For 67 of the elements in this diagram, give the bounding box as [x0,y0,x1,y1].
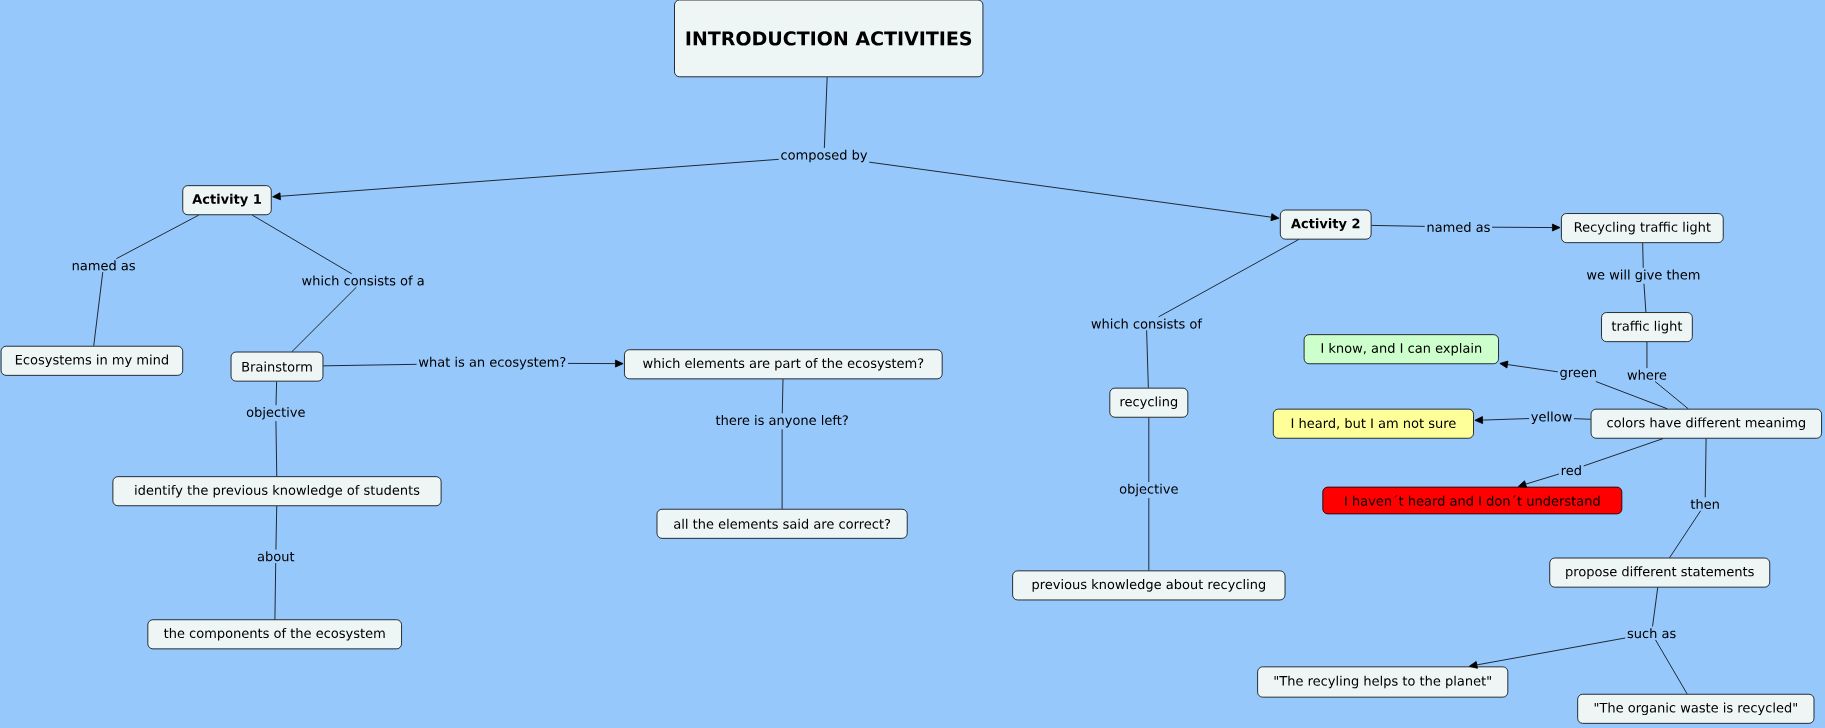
connector-line [1704,438,1707,498]
arrow [1468,637,1626,669]
linking-phrase: then [1688,497,1722,511]
connector-line [1646,341,1648,369]
connector-line [1652,587,1659,627]
connector-line [1573,418,1592,420]
connector-line [1669,510,1702,559]
concept-box: propose different statements [1549,557,1771,588]
concept-box: Brainstorm [230,351,324,382]
connector-line [291,286,357,353]
concept-box: Recycling traffic light [1561,213,1724,244]
concept-box: Activity 1 [182,185,272,216]
concept-box: which elements are part of the ecosystem? [624,349,943,380]
concept-box: Ecosystems in my mind [0,345,184,376]
connector-line [275,420,278,477]
concept-box: recycling [1109,387,1189,418]
arrow [1491,223,1561,232]
arrow [272,158,780,201]
linking-phrase: named as [1424,220,1492,234]
connector-line [115,214,200,260]
connector-line [1643,283,1647,313]
connector-line [781,428,783,510]
arrow [1499,360,1559,373]
linking-phrase: yellow [1529,410,1574,426]
linking-phrase: we will give them [1584,268,1702,284]
concept-box: "The organic waste is recycled" [1577,693,1815,724]
concept-box: identify the previous knowledge of students [112,476,442,507]
connector-line [322,363,418,367]
connector-line [1655,639,1688,695]
connector-line [1148,417,1150,483]
connector-line [1146,329,1149,389]
connector-line [1642,242,1644,269]
connector-line [1595,381,1668,410]
concept-box: I know, and I can explain [1303,334,1499,365]
concept-box: colors have different meanimg [1590,408,1822,439]
connector-line [1654,381,1689,410]
connector-line [1371,225,1426,227]
title-box: INTRODUCTION ACTIVITIES [674,0,984,78]
arrow [567,359,624,368]
concept-box: traffic light [1601,312,1693,343]
concept-box: I heard, but I am not sure [1272,408,1474,439]
connector-line [93,271,104,347]
connector-line [275,381,277,406]
linking-phrase: which consists of [1089,317,1204,331]
linking-phrase: green [1558,368,1599,382]
concept-box: previous knowledge about recycling [1012,570,1286,601]
linking-phrase: where [1625,368,1669,382]
arrow [868,161,1280,222]
connector-line [823,76,828,149]
concept-box: the components of the ecosystem [147,619,402,650]
connector-line [274,562,277,620]
arrow [1474,416,1530,424]
concept-box: all the elements said are correct? [656,508,908,539]
connector-line [275,505,278,550]
arrow [1517,473,1560,488]
concept-box: "The recyling helps to the planet" [1257,666,1509,698]
linking-phrase: objective [1117,482,1180,498]
linking-phrase: composed by [778,148,870,164]
concept-box: I haven´t heard and I don´t understand [1322,486,1623,515]
connector-line [781,378,784,414]
connector-line [1583,438,1664,467]
connector-line [1158,239,1300,318]
connector-line [251,214,353,275]
linking-phrase: what is an ecosystem? [416,355,568,371]
concept-box: Activity 2 [1279,209,1372,240]
linking-phrase: objective [244,405,307,421]
connector-line [1148,497,1150,571]
